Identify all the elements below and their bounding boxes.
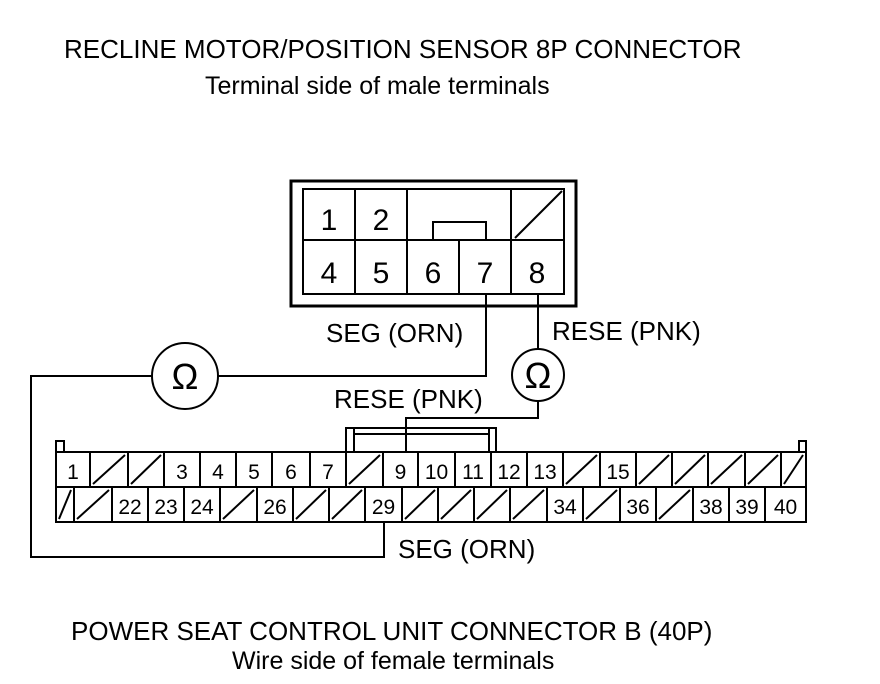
wire-label-rese-top: RESE (PNK)	[552, 316, 701, 346]
recline-pin-label: 5	[373, 257, 390, 290]
unused-cavity-mark	[512, 489, 545, 520]
control-unit-pin-label: 13	[533, 461, 556, 484]
unused-cavity-mark	[674, 454, 706, 485]
control-unit-pin-label: 38	[699, 496, 722, 519]
unused-cavity-mark	[58, 489, 72, 520]
control-unit-pin-label: 5	[248, 461, 260, 484]
recline-pin-label: 7	[477, 257, 494, 290]
control-unit-pin-label: 4	[212, 461, 224, 484]
unused-cavity-mark	[92, 454, 126, 485]
control-unit-pin-label: 15	[606, 461, 629, 484]
control-unit-pin-label: 9	[395, 461, 407, 484]
unused-cavity-mark	[440, 489, 472, 520]
control-unit-pin-label: 11	[462, 461, 484, 484]
unused-cavity-mark	[348, 454, 381, 485]
wire-label-seg-bottom: SEG (ORN)	[398, 534, 536, 564]
unused-cavity-mark	[638, 454, 670, 485]
unused-cavity-mark	[476, 489, 508, 520]
control-unit-lock-lug	[345, 427, 497, 453]
control-unit-connector-title: POWER SEAT CONTROL UNIT CONNECTOR B (40P…	[71, 616, 713, 646]
control-unit-connector-subtitle: Wire side of female terminals	[232, 647, 555, 675]
wire-rese-lower	[405, 400, 539, 452]
control-unit-pin-label: 22	[118, 496, 141, 519]
control-unit-pin-label: 6	[285, 461, 297, 484]
control-unit-pin-label: 24	[190, 496, 214, 519]
ohm-symbol-icon: Ω	[525, 355, 552, 396]
control-unit-pin-label: 7	[322, 461, 334, 484]
recline-connector-outer-shell	[289, 179, 578, 308]
control-unit-pin-label: 1	[67, 461, 79, 484]
recline-connector-subtitle: Terminal side of male terminals	[205, 72, 550, 100]
control-unit-pin-label: 36	[626, 496, 649, 519]
ohm-symbol-icon: Ω	[172, 356, 199, 397]
recline-connector-inner-frame	[302, 188, 565, 295]
control-unit-pin-label: 12	[497, 461, 520, 484]
recline-connector: 1 2 4 5 6 7 8	[289, 179, 578, 308]
control-unit-pin-label: 10	[425, 461, 448, 484]
unused-cavity-mark	[747, 454, 779, 485]
wire-seg	[218, 294, 487, 377]
wire-seg-return	[30, 375, 385, 558]
recline-pin-label: 2	[373, 204, 390, 237]
unused-cavity-mark	[404, 489, 436, 520]
control-unit-pin-label: 34	[553, 496, 577, 519]
recline-connector-lock-tab	[432, 221, 487, 241]
control-unit-pin-label: 39	[735, 496, 758, 519]
ohmmeter-right: Ω	[511, 348, 565, 402]
wire-harness	[30, 294, 539, 558]
unused-cavity-mark	[565, 454, 598, 485]
unused-cavity-mark	[783, 454, 804, 485]
unused-cavity-mark	[76, 489, 110, 520]
recline-pin-label: 4	[321, 257, 338, 290]
recline-pin-label: 6	[425, 257, 442, 290]
unused-cavity-mark	[295, 489, 327, 520]
control-unit-pin-label: 26	[263, 496, 286, 519]
ohmmeter-left: Ω	[151, 342, 219, 410]
unused-cavity-mark	[331, 489, 363, 520]
control-unit-pin-label: 29	[372, 496, 395, 519]
unused-cavity-mark	[585, 489, 618, 520]
recline-pin-label: 8	[529, 257, 546, 290]
unused-cavity-mark	[658, 489, 691, 520]
control-unit-pin-label: 3	[176, 461, 188, 484]
unused-cavity-mark	[710, 454, 743, 485]
control-unit-pin-label: 40	[774, 496, 797, 519]
recline-cavity-unused-mark	[514, 190, 563, 239]
unused-cavity-mark	[222, 489, 255, 520]
wire-label-seg-top: SEG (ORN)	[326, 318, 464, 348]
wire-label-rese-mid: RESE (PNK)	[334, 384, 483, 414]
unused-cavity-mark	[130, 454, 162, 485]
control-unit-pin-label: 23	[154, 496, 177, 519]
recline-connector-title: RECLINE MOTOR/POSITION SENSOR 8P CONNECT…	[64, 34, 742, 64]
recline-pin-label: 1	[321, 204, 338, 237]
